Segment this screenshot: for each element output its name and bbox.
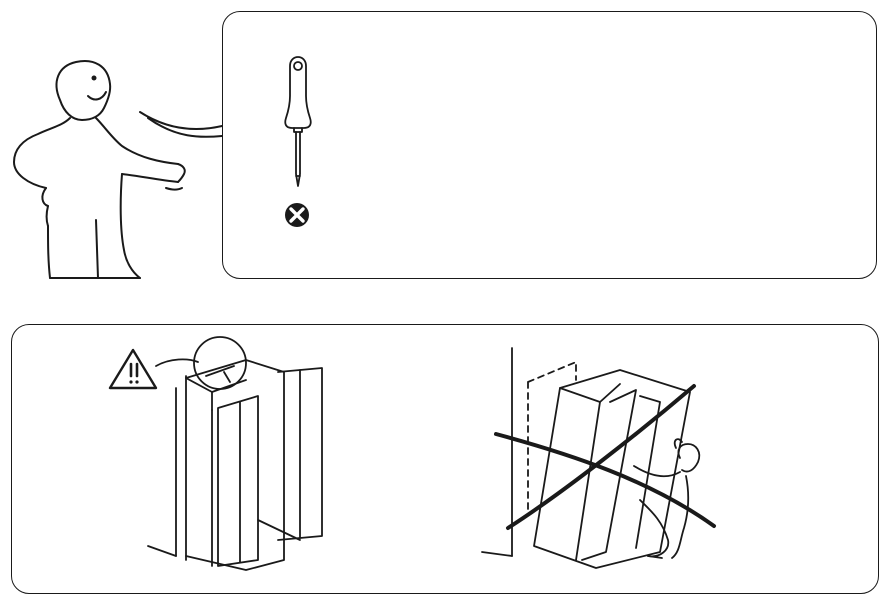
phillips-screwdriver-icon: [284, 56, 312, 187]
x-circle-icon: [285, 203, 309, 227]
wardrobe-tipping-illustration: [481, 347, 716, 569]
wardrobe-secured-illustration: [147, 336, 323, 571]
tools-panel: [222, 11, 877, 279]
safety-panel: [11, 324, 879, 594]
assembly-figure: [13, 60, 223, 279]
warning-triangle-icon: [108, 348, 158, 390]
